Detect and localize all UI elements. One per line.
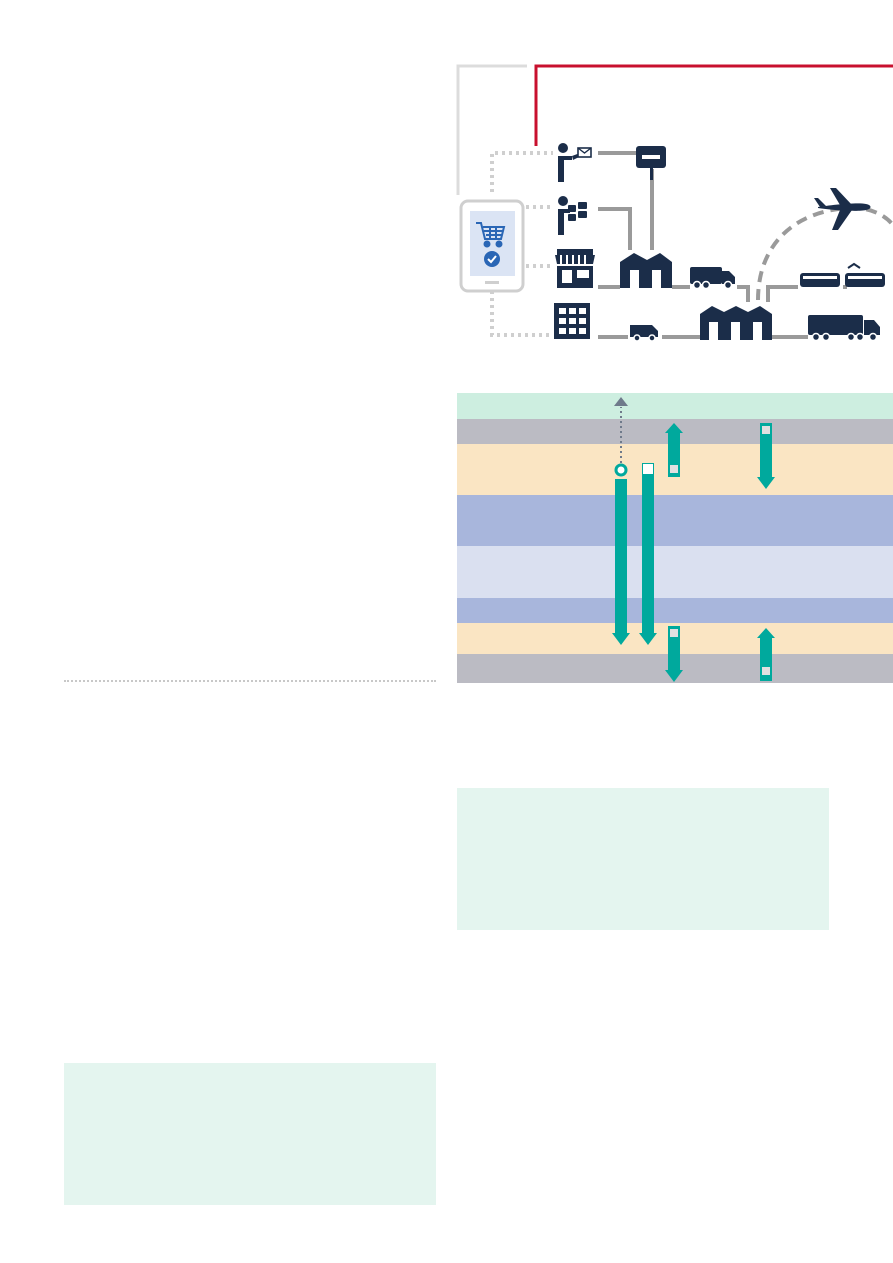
band-top xyxy=(457,393,893,419)
dotted-up-arrow xyxy=(614,397,628,463)
office-building-icon xyxy=(554,303,590,339)
delivery-network-diagram xyxy=(456,64,893,342)
check-icon xyxy=(484,251,500,267)
short-down-arrow-lower xyxy=(665,626,683,682)
tablet-icon xyxy=(459,199,525,293)
info-box-left xyxy=(64,1063,436,1205)
distribution-hub-icon xyxy=(700,306,772,340)
depot-icon xyxy=(620,253,672,288)
shopping-cart-icon xyxy=(476,222,506,248)
dotted-connector-bottom xyxy=(490,291,553,337)
dotted-separator xyxy=(64,680,436,682)
storefront-icon xyxy=(555,249,595,288)
short-down-arrow-upper xyxy=(757,423,775,489)
short-up-arrow-upper xyxy=(665,423,683,477)
articulated-truck-icon xyxy=(808,315,880,342)
train-icon xyxy=(800,262,885,287)
dotted-connector-top xyxy=(490,151,553,192)
mailbox-icon xyxy=(636,146,666,180)
long-down-arrow-circle xyxy=(612,463,630,645)
airplane-icon xyxy=(814,188,871,230)
air-route-dashed-arc xyxy=(756,205,893,301)
info-box-right xyxy=(457,788,829,930)
layer-arrows xyxy=(612,397,775,682)
red-connector-line xyxy=(534,64,893,146)
delivery-truck-icon xyxy=(690,267,735,290)
band-blue-lower xyxy=(457,598,893,623)
courier-with-letter-icon xyxy=(558,143,592,182)
band-light-blue xyxy=(457,546,893,598)
short-up-arrow-lower xyxy=(757,628,775,681)
long-down-arrow-square xyxy=(639,463,657,645)
route-connectors xyxy=(598,151,847,339)
band-blue-upper xyxy=(457,495,893,546)
courier-with-parcels-icon xyxy=(558,196,587,235)
layer-flow-diagram xyxy=(457,393,893,683)
delivery-van-icon xyxy=(630,325,658,342)
frame-line xyxy=(456,64,527,195)
